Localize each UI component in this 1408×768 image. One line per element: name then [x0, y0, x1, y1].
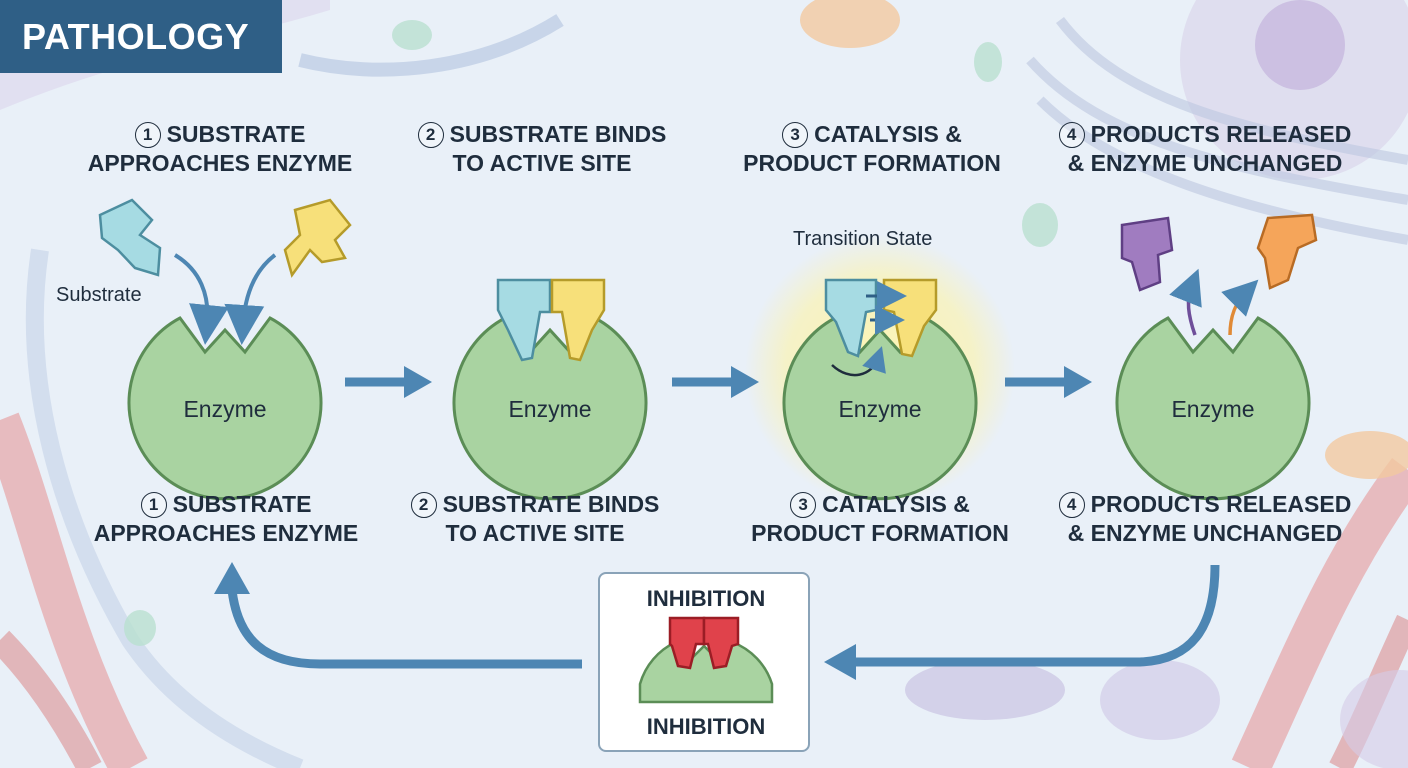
approach-arrow-left — [173, 253, 229, 345]
inhibition-title-top: INHIBITION — [646, 586, 766, 611]
step-number: 2 — [410, 492, 437, 518]
enzyme-shape-3 — [782, 316, 978, 501]
step-line2: TO ACTIVE SITE — [445, 520, 625, 546]
enzyme-shape-1 — [127, 316, 323, 501]
step-line1: SUBSTRATE — [166, 121, 306, 147]
enzyme-shape-4 — [1115, 316, 1311, 501]
step-line1: SUBSTRATE BINDS — [442, 491, 660, 517]
step-number: 3 — [782, 122, 809, 148]
inhibitor-shape-right — [702, 616, 740, 670]
release-arrow-purple — [1169, 268, 1202, 336]
step-line2: APPROACHES ENZYME — [93, 520, 359, 546]
step-line2: APPROACHES ENZYME — [87, 150, 353, 176]
step-line2: TO ACTIVE SITE — [452, 150, 632, 176]
return-loop-arrows — [214, 562, 1220, 680]
flow-arrows — [345, 366, 1092, 398]
step-line1: SUBSTRATE BINDS — [449, 121, 667, 147]
transition-state-label: Transition State — [793, 228, 933, 250]
bound-substrate-yellow — [550, 278, 606, 362]
inhibition-box: INHIBITION INHIBITION — [598, 572, 810, 752]
ts-substrate-blue — [824, 278, 878, 358]
product-purple-shape — [1120, 216, 1174, 292]
substrate-blue-shape — [98, 198, 162, 277]
substrate-label: Substrate — [56, 284, 142, 306]
step-number: 4 — [1058, 492, 1085, 518]
panel-4-graphic — [1115, 213, 1318, 501]
pathology-badge: PATHOLOGY — [0, 0, 282, 73]
enzyme-label-2: Enzyme — [508, 396, 592, 422]
step-line2: PRODUCT FORMATION — [751, 520, 1009, 546]
step-line1: CATALYSIS & — [814, 121, 962, 147]
panel-1-graphic — [98, 198, 352, 501]
product-orange-shape — [1256, 213, 1318, 290]
step-number: 4 — [1058, 122, 1085, 148]
enzyme-label-1: Enzyme — [183, 396, 267, 422]
enzyme-label-4: Enzyme — [1171, 396, 1255, 422]
inhibited-enzyme-shape — [638, 640, 774, 704]
bound-substrate-blue — [496, 278, 552, 362]
step-line1: CATALYSIS & — [822, 491, 970, 517]
step-line2: & ENZYME UNCHANGED — [1067, 150, 1343, 176]
step-line2: PRODUCT FORMATION — [743, 150, 1001, 176]
step-number: 3 — [790, 492, 817, 518]
ts-curved-arrow — [831, 346, 886, 377]
panel-2-graphic — [452, 278, 648, 501]
step-number: 2 — [417, 122, 444, 148]
step-number: 1 — [140, 492, 167, 518]
step-line2: & ENZYME UNCHANGED — [1067, 520, 1343, 546]
release-arrow-orange — [1221, 279, 1259, 336]
approach-arrow-right — [224, 253, 277, 345]
step-line1: PRODUCTS RELEASED — [1090, 491, 1352, 517]
step-number: 1 — [134, 122, 161, 148]
inhibition-title-bottom: INHIBITION — [646, 714, 766, 739]
enzyme-shape-2 — [452, 316, 648, 501]
enzyme-label-3: Enzyme — [838, 396, 922, 422]
panel-3-graphic — [745, 235, 1015, 505]
substrate-yellow-shape — [283, 198, 352, 278]
step-line1: SUBSTRATE — [172, 491, 312, 517]
step-line1: PRODUCTS RELEASED — [1090, 121, 1352, 147]
inhibition-graphic — [638, 616, 774, 704]
